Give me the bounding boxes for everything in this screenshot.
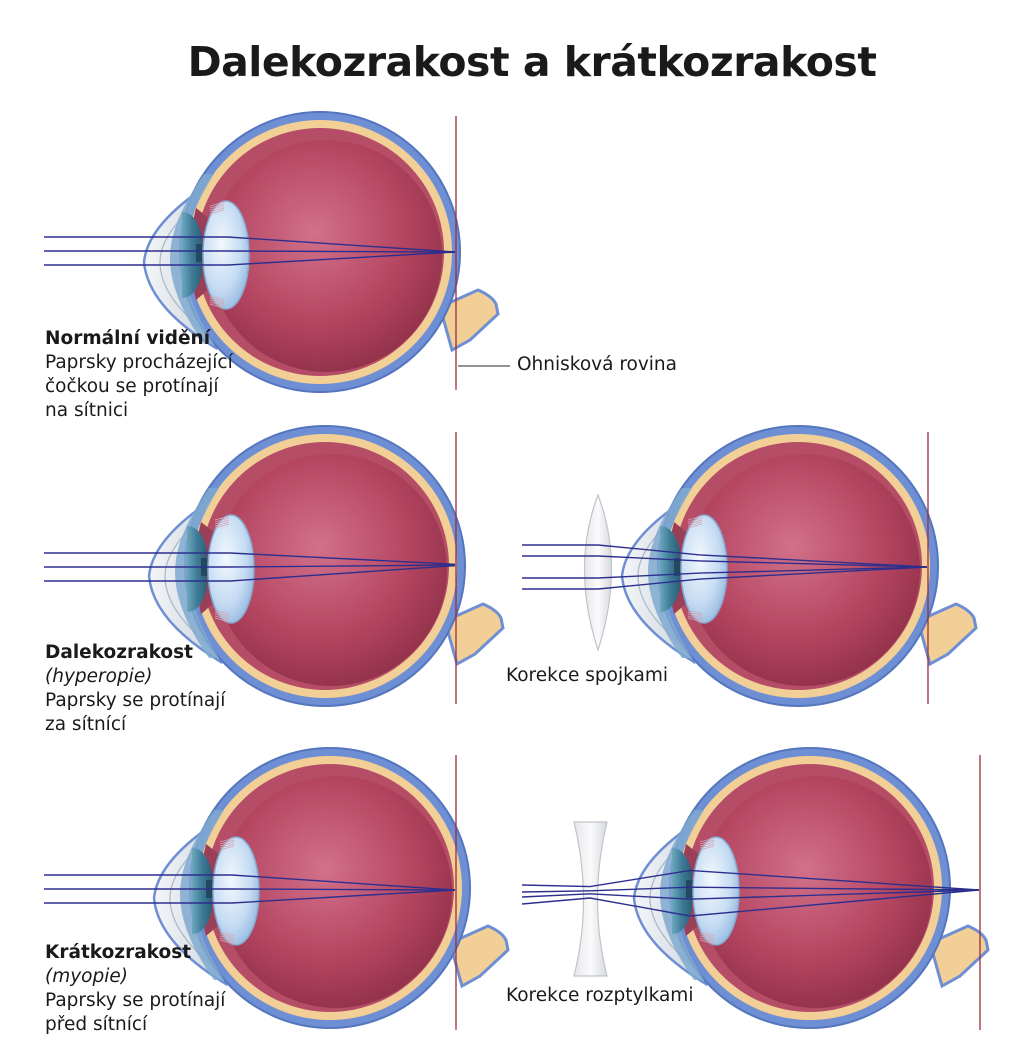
myopia-corrected-ray bbox=[521, 886, 980, 893]
normal-ray bbox=[44, 251, 456, 266]
hyperopia-corrected-ray bbox=[522, 566, 928, 579]
myopia-heading: Krátkozrakost bbox=[45, 942, 192, 963]
hyperopia-ray bbox=[44, 552, 456, 565]
iris bbox=[182, 212, 202, 298]
normal-vision-text-1: Paprsky procházející bbox=[45, 352, 233, 373]
page-title: Dalekozrakost a krátkozrakost bbox=[187, 38, 877, 86]
optic-nerve bbox=[928, 924, 990, 989]
hyperopia-corrected-eye bbox=[620, 425, 978, 707]
myopia-ray bbox=[44, 889, 456, 904]
optic-nerve bbox=[916, 602, 978, 667]
normal-vision-heading: Normální vidění bbox=[45, 328, 211, 349]
focal-plane-label: Ohnisková rovina bbox=[517, 354, 677, 375]
vitreous-body bbox=[220, 776, 452, 1008]
concave-correction-label: Korekce rozptylkami bbox=[506, 985, 694, 1006]
normal-vision-text-2: čočkou se protínají bbox=[45, 376, 219, 397]
normal-vision-caption: Normální vidění Paprsky procházející čoč… bbox=[45, 327, 233, 423]
iris bbox=[192, 848, 212, 934]
myopia-corrected-ray bbox=[521, 889, 980, 917]
vitreous-body bbox=[210, 140, 442, 372]
myopia-caption: Krátkozrakost (myopie) Paprsky se protín… bbox=[45, 941, 225, 1037]
lens bbox=[212, 836, 260, 946]
hyperopia-corrected-ray bbox=[522, 555, 928, 568]
lens bbox=[207, 514, 255, 624]
lens bbox=[680, 514, 728, 624]
normal-ray bbox=[44, 236, 456, 253]
hyperopia-heading: Dalekozrakost bbox=[45, 642, 193, 663]
optic-nerve bbox=[438, 288, 500, 353]
optic-nerve bbox=[448, 924, 510, 989]
hyperopia-term: (hyperopie) bbox=[45, 666, 153, 687]
iris bbox=[672, 848, 692, 934]
myopia-text-1: Paprsky se protínají bbox=[45, 990, 226, 1011]
hyperopia-ray bbox=[44, 565, 456, 582]
optic-nerve bbox=[443, 602, 505, 667]
myopia-ray bbox=[44, 874, 456, 891]
lens bbox=[202, 200, 250, 310]
hyperopia-corrected-ray bbox=[522, 544, 928, 568]
hyperopia-corrected-ray bbox=[522, 566, 928, 590]
convex-correction-label: Korekce spojkami bbox=[506, 665, 668, 686]
myopia-term: (myopie) bbox=[45, 966, 128, 987]
iris bbox=[187, 526, 207, 612]
hyperopia-ray bbox=[44, 564, 456, 568]
convex-lens bbox=[583, 493, 613, 652]
lens bbox=[692, 836, 740, 946]
pupil bbox=[686, 880, 694, 898]
concave-lens bbox=[573, 821, 608, 977]
myopia-eye bbox=[152, 747, 510, 1029]
pupil bbox=[674, 558, 682, 576]
hyperopia-text-2: za sítnící bbox=[45, 714, 127, 735]
normal-ray bbox=[44, 250, 456, 253]
myopia-ray bbox=[44, 888, 456, 891]
normal-vision-text-3: na sítnici bbox=[45, 400, 129, 421]
vitreous-body bbox=[215, 454, 447, 686]
iris bbox=[660, 526, 680, 612]
hyperopia-text-1: Paprsky se protínají bbox=[45, 690, 226, 711]
vitreous-body bbox=[700, 776, 932, 1008]
myopia-text-2: před sítnící bbox=[45, 1014, 148, 1035]
myopia-corrected-ray bbox=[521, 869, 980, 891]
pupil bbox=[196, 244, 204, 262]
hyperopia-caption: Dalekozrakost (hyperopie) Paprsky se pro… bbox=[45, 641, 225, 737]
myopia-corrected-ray bbox=[521, 889, 980, 900]
